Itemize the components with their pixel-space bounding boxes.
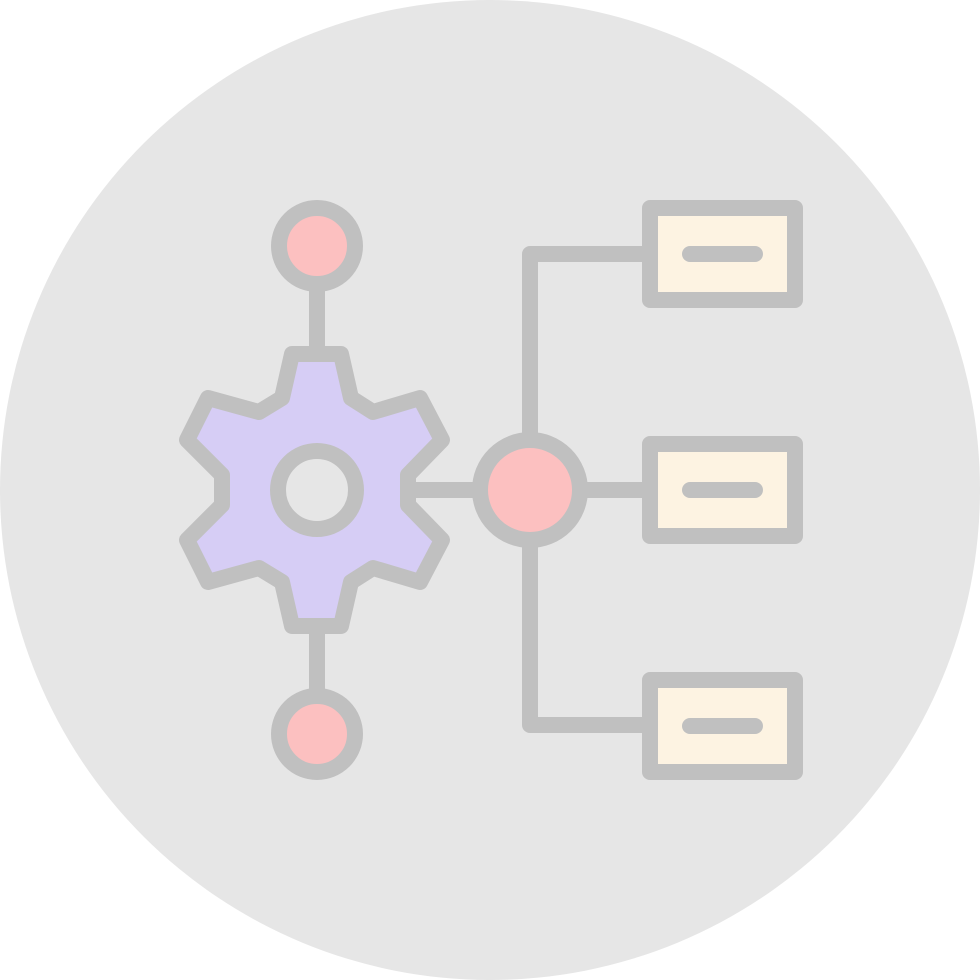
output-card-bottom (642, 672, 803, 780)
hub-node (472, 432, 588, 548)
bottom-node (271, 688, 363, 780)
output-card-top (642, 200, 803, 308)
hub-bottom-connector (522, 538, 658, 733)
output-card-middle (642, 436, 803, 544)
hub-top-connector (522, 246, 658, 442)
top-node (271, 200, 363, 292)
gear-hole (270, 443, 364, 537)
